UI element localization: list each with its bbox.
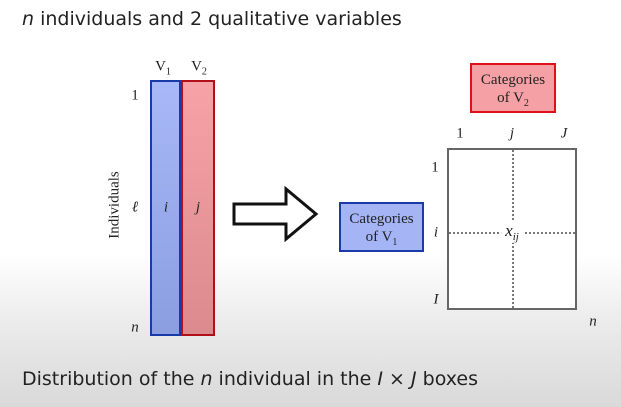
v1-header: V1 bbox=[155, 59, 171, 78]
footer-post: boxes bbox=[416, 368, 478, 390]
right-arrow-icon bbox=[232, 185, 319, 243]
cat-v2-line1: Categories bbox=[480, 72, 546, 88]
v2-column bbox=[181, 80, 215, 336]
cat-v2-line2: of V bbox=[497, 90, 524, 106]
title-text: individuals and 2 qualitative variables bbox=[34, 8, 402, 30]
v1-column bbox=[150, 80, 181, 336]
v2-letter: V bbox=[191, 58, 202, 75]
slide-title: n individuals and 2 qualitative variable… bbox=[22, 8, 402, 30]
row-label-mid: ℓ bbox=[131, 199, 139, 216]
title-n: n bbox=[22, 8, 35, 30]
footer-mid: individual in the bbox=[212, 368, 378, 390]
cell-sub: ij bbox=[512, 231, 519, 244]
row-label-last: n bbox=[131, 319, 139, 336]
cell-v2-value: j bbox=[195, 199, 201, 216]
cell-x: x bbox=[505, 220, 513, 240]
footer-n: n bbox=[200, 368, 213, 390]
col-label-last: J bbox=[560, 125, 568, 142]
footer-times: × bbox=[383, 368, 411, 390]
individuals-axis-label: Individuals bbox=[106, 171, 123, 239]
cell-v1-value: i bbox=[163, 199, 169, 216]
cat-v1-line1: Categories bbox=[349, 211, 414, 227]
col-label-first: 1 bbox=[456, 125, 464, 142]
grid-row-label-mid: i bbox=[433, 224, 439, 241]
row-label-first: 1 bbox=[131, 87, 139, 104]
cat-v2-sub: 2 bbox=[523, 98, 529, 109]
footer-J: J bbox=[411, 368, 417, 390]
cat-v1-sub: 1 bbox=[392, 237, 398, 248]
footer-pre: Distribution of the bbox=[22, 368, 201, 390]
categories-v2-box: Categories of V2 bbox=[470, 63, 556, 113]
col-label-mid: j bbox=[509, 125, 515, 142]
grid-row-label-last: I bbox=[433, 291, 439, 308]
grid-row-label-first: 1 bbox=[431, 159, 439, 176]
grid-total: n bbox=[589, 313, 597, 330]
v2-sub: 2 bbox=[201, 66, 207, 78]
cat-v1-line2: of V bbox=[365, 229, 393, 245]
categories-v1-box: Categories of V1 bbox=[339, 202, 424, 252]
cell-xij: xij bbox=[501, 220, 523, 244]
footer-I: I bbox=[377, 368, 383, 390]
v1-letter: V bbox=[155, 58, 166, 75]
v1-sub: 1 bbox=[165, 66, 171, 78]
slide-footer: Distribution of the n individual in the … bbox=[22, 368, 478, 390]
v2-header: V2 bbox=[191, 59, 207, 78]
